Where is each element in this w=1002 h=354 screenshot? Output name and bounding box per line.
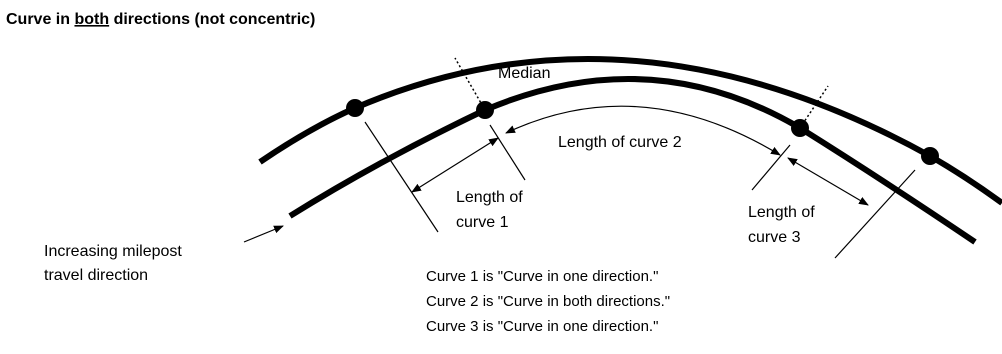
median-dotted-line <box>454 57 486 111</box>
curve2-length-arrow <box>505 105 781 156</box>
note-curve-1: Curve 1 is "Curve in one direction." <box>426 268 658 285</box>
note-curve-2: Curve 2 is "Curve in both directions." <box>426 293 670 310</box>
curve3-length-arrow <box>787 157 869 206</box>
curve-point-marker <box>921 147 939 165</box>
curve1-start-tick <box>364 121 439 233</box>
title-part-1: Curve in <box>6 11 74 28</box>
curve1-end-tick <box>489 124 526 181</box>
diagram-title: Curve in both directions (not concentric… <box>6 11 315 28</box>
median-dotted-line <box>799 85 829 129</box>
curve2-label: Length of curve 2 <box>558 134 682 151</box>
curve3-label-line1: Length of <box>748 204 815 221</box>
title-emphasis: both <box>74 11 109 28</box>
milepost-label-line2: travel direction <box>44 267 148 284</box>
title-part-2: directions (not concentric) <box>109 11 315 28</box>
curve3-end-tick <box>834 169 916 259</box>
curve3-start-tick <box>751 144 791 191</box>
curve1-label-line1: Length of <box>456 189 523 206</box>
note-curve-3: Curve 3 is "Curve in one direction." <box>426 318 658 335</box>
milepost-label-line1: Increasing milepost <box>44 243 182 260</box>
curve3-label-line2: curve 3 <box>748 229 801 246</box>
curve1-length-arrow <box>411 137 499 193</box>
inner-road-line <box>288 76 977 245</box>
curve1-label-line2: curve 1 <box>456 214 509 231</box>
outer-road-line <box>258 56 1002 206</box>
milepost-direction-arrow <box>243 225 284 243</box>
curve-point-marker <box>346 99 364 117</box>
median-label: Median <box>498 65 550 82</box>
